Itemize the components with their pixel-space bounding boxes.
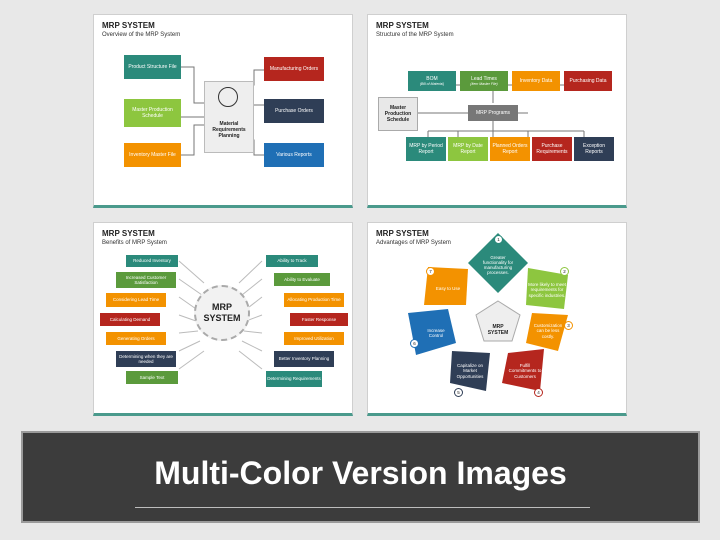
slide-advantages[interactable]: MRP SYSTEM Advantages of MRP System MRP … <box>367 222 627 416</box>
benefit-right-1: Ability to Track <box>266 255 318 267</box>
input-inventory-file: Inventory Master File <box>124 143 181 167</box>
petal-number-5: 5 <box>454 388 463 397</box>
output-various-reports: Various Reports <box>264 143 324 167</box>
input-product-structure: Product Structure File <box>124 55 181 79</box>
petal-number-4: 4 <box>534 388 543 397</box>
petal-6-text: Increase Control <box>427 327 445 338</box>
slide-subtitle: Advantages of MRP System <box>376 240 451 246</box>
slide-title: MRP SYSTEM <box>376 229 429 238</box>
slide-title: MRP SYSTEM <box>102 229 155 238</box>
top-note: (Bill of Material) <box>419 81 445 86</box>
advantage-wheel <box>408 233 568 391</box>
bottom-purchase-requirements: Purchase Requirements <box>532 137 572 161</box>
slide-title: MRP SYSTEM <box>376 21 429 30</box>
slide-structure[interactable]: MRP SYSTEM Structure of the MRP System B… <box>367 14 627 208</box>
top-lead-times: Lead Times (Item Master File) <box>460 71 508 91</box>
center-label: MRP SYSTEM <box>203 302 241 323</box>
petal-4-text: Fulfill Commitments to Customers <box>508 363 542 379</box>
top-purchasing-data: Purchasing Data <box>564 71 612 91</box>
benefit-left-1: Reduced Inventory <box>126 255 178 267</box>
benefit-right-2: Ability to Evaluate <box>274 273 330 286</box>
benefit-right-5: Improved Utilization <box>284 332 344 345</box>
slide-subtitle: Overview of the MRP System <box>102 32 181 38</box>
petal-1-text: Greater functionality for manufacturing … <box>482 254 514 276</box>
slide-subtitle: Structure of the MRP System <box>376 32 454 38</box>
petal-7-text: Easy to Use <box>435 286 461 292</box>
top-label: Lead Times <box>471 75 497 82</box>
petal-number-2: 2 <box>560 267 569 276</box>
benefit-right-3: Allocating Production Time <box>284 293 344 307</box>
benefit-right-6: Better Inventory Planning <box>274 351 334 367</box>
slide-overview[interactable]: MRP SYSTEM Overview of the MRP System Pr… <box>93 14 353 208</box>
top-note: (Item Master File) <box>470 81 498 86</box>
petal-2-text: More likely to meet requirements for spe… <box>528 282 566 298</box>
benefit-left-5: Generating Orders <box>106 332 166 345</box>
petal-number-7: 7 <box>426 267 435 276</box>
petal-5-text: Capitalize on Market Opportunities <box>456 363 484 379</box>
bottom-planned-orders: Planned Orders Report <box>490 137 530 161</box>
banner-underline <box>135 507 590 508</box>
gears-icon <box>218 87 238 107</box>
benefit-left-3: Considering Lead Time <box>106 293 166 307</box>
top-inventory-data: Inventory Data <box>512 71 560 91</box>
benefit-right-4: Faster Response <box>290 313 348 326</box>
benefit-left-7: Sample Text <box>126 371 178 384</box>
slide-benefits[interactable]: MRP SYSTEM Benefits of MRP System MRP SY… <box>93 222 353 416</box>
banner: Multi-Color Version Images <box>21 431 700 523</box>
center-mrp-programs: MRP Programs <box>468 105 518 121</box>
slide-title: MRP SYSTEM <box>102 21 155 30</box>
bottom-date-report: MRP by Date Report <box>448 137 488 161</box>
benefit-left-6: Determining when they are needed <box>116 351 176 367</box>
benefit-left-4: Calculating Demand <box>100 313 160 326</box>
benefit-left-2: Increased Customer Satisfaction <box>116 272 176 288</box>
petal-number-6: 6 <box>410 339 419 348</box>
left-master-schedule: Master Production Schedule <box>378 97 418 131</box>
slide-subtitle: Benefits of MRP System <box>102 240 167 246</box>
wheel-center-label: MRP SYSTEM <box>487 324 509 336</box>
center-circle <box>194 285 250 341</box>
input-master-schedule: Master Production Schedule <box>124 99 181 127</box>
petal-number-3: 3 <box>564 321 573 330</box>
output-manufacturing-orders: Manufacturing Orders <box>264 57 324 81</box>
top-label: BOM <box>426 75 438 82</box>
benefit-spokes <box>178 260 263 370</box>
petal-number-1: 1 <box>494 235 503 244</box>
bottom-exception-reports: Exception Reports <box>574 137 614 161</box>
bottom-period-report: MRP by Period Report <box>406 137 446 161</box>
banner-title: Multi-Color Version Images <box>154 455 567 491</box>
petal-3-text: Customization can be less costly. <box>533 323 563 339</box>
benefit-right-7: Determining Requirements <box>266 371 322 387</box>
top-bom: BOM (Bill of Material) <box>408 71 456 91</box>
output-purchase-orders: Purchase Orders <box>264 99 324 123</box>
